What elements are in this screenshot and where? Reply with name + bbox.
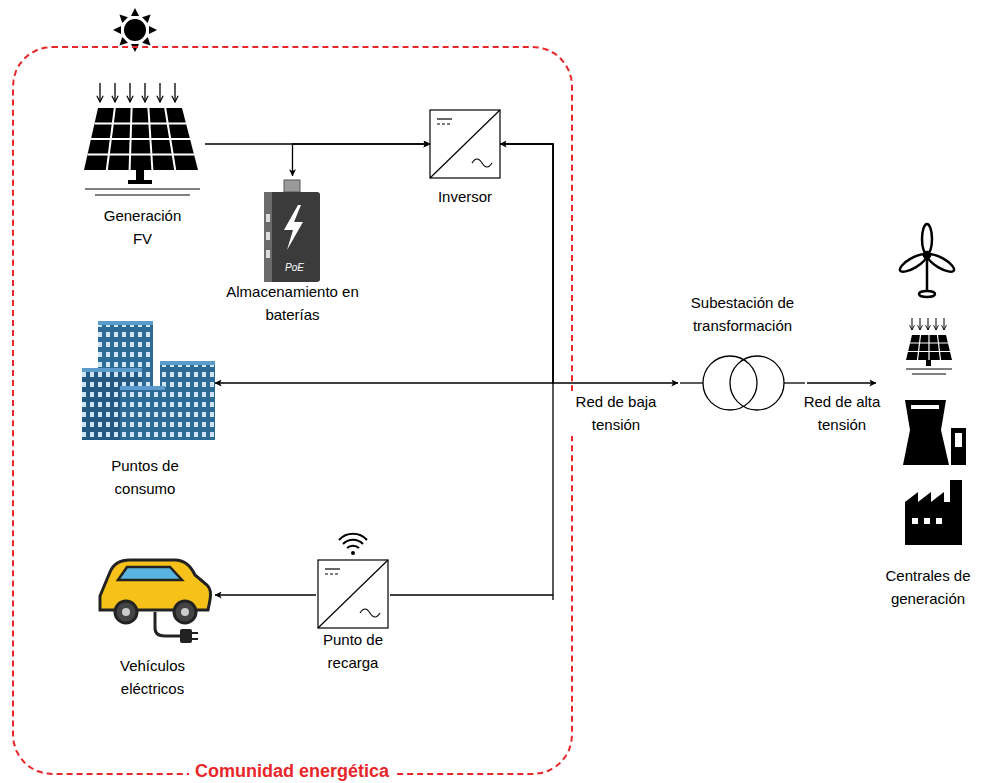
node-label: Puntos de consumo <box>95 455 195 500</box>
node-label: Generación FV <box>98 205 188 250</box>
edge-label: Red de baja tensión <box>570 391 662 436</box>
connector-line <box>215 144 553 383</box>
connector-line <box>390 144 553 600</box>
component-node: Inversor <box>430 110 500 208</box>
component-node: Subestación de transformación <box>678 292 807 412</box>
node-label: Centrales de generación <box>878 565 978 610</box>
pv-panel-icon <box>84 83 200 195</box>
car-icon <box>100 560 211 643</box>
connector-line <box>293 144 431 176</box>
component-node: Centrales de generación <box>876 215 980 610</box>
factory-icon <box>905 480 962 545</box>
connector-line <box>215 594 316 595</box>
transformer-symbol <box>680 356 805 410</box>
component-node: Vehículos eléctricos <box>90 545 215 700</box>
component-node: Generación FV <box>80 80 205 250</box>
node-label: Inversor <box>438 186 492 209</box>
icon-text: PoE <box>285 262 304 274</box>
battery-icon <box>264 180 320 282</box>
component-node: Punto de recarga <box>316 532 390 674</box>
connector-line <box>807 382 876 383</box>
connector-line <box>500 144 678 383</box>
region-title: Comunidad energética <box>189 760 395 782</box>
wind-turbine-icon <box>898 224 957 297</box>
thermal-plant-icon <box>903 400 966 465</box>
charger-symbol <box>318 534 388 628</box>
inverter-symbol <box>430 110 500 178</box>
component-node: Almacenamiento en baterías <box>215 176 370 326</box>
edge-label: Red de alta tensión <box>796 391 888 436</box>
node-label: Vehículos eléctricos <box>103 655 203 700</box>
node-label: Subestación de transformación <box>680 292 805 337</box>
node-label: Punto de recarga <box>318 629 388 674</box>
buildings-icon <box>82 321 215 440</box>
community-region: Comunidad energéticaGeneración FVAlmacen… <box>12 46 573 775</box>
pv-plant-icon <box>906 318 952 374</box>
component-node: Puntos de consumo <box>75 322 215 500</box>
node-label: Almacenamiento en baterías <box>218 281 368 326</box>
